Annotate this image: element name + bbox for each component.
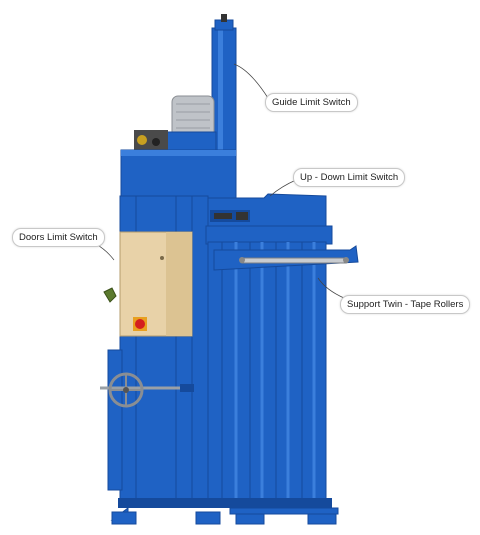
control-box: [119, 231, 193, 337]
press-chamber-top: [205, 193, 333, 245]
machine-base: [110, 498, 339, 525]
leader-guide-limit: [233, 63, 269, 99]
top-head: [120, 149, 237, 199]
tape-roller-support: [213, 245, 359, 271]
up-down-limit-switch-label: Up - Down Limit Switch: [293, 168, 406, 187]
doors-limit-switch-label: Doors Limit Switch: [12, 228, 105, 247]
leader-support-rollers: [317, 277, 345, 299]
guide-limit-switch-label: Guide Limit Switch: [265, 93, 358, 112]
leader-up-down-limit: [269, 179, 297, 197]
emergency-stop-icon: [133, 317, 147, 331]
door-handle: [103, 287, 117, 303]
support-tape-rollers-label: Support Twin - Tape Rollers: [340, 295, 471, 314]
motor: [134, 95, 217, 151]
press-chamber: [207, 241, 327, 503]
handwheel-icon: [100, 372, 194, 408]
